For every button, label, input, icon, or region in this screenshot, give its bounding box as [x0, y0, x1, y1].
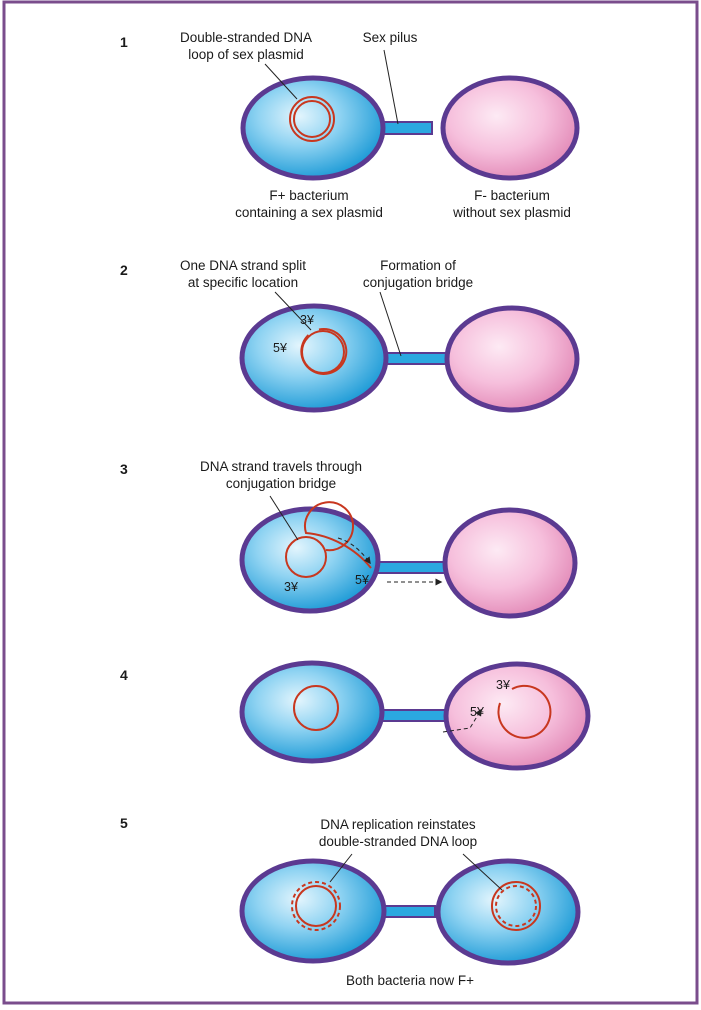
recipient-bacterium: [447, 308, 577, 410]
split-label-line1: One DNA strand split: [180, 258, 306, 273]
sex-pilus: [382, 122, 432, 134]
plasmid-label-line2: loop of sex plasmid: [188, 47, 304, 62]
replication-label-line1: DNA replication reinstates: [320, 817, 476, 832]
conjugation-bridge: [385, 906, 435, 917]
three-prime-label: 3¥: [496, 678, 510, 692]
step-number: 5: [120, 815, 128, 831]
step-number: 2: [120, 262, 128, 278]
recipient-bacterium: [443, 78, 577, 178]
bridge-label-line2: conjugation bridge: [363, 275, 473, 290]
plasmid-label-line1: Double-stranded DNA: [180, 30, 312, 45]
replication-label-line2: double-stranded DNA loop: [319, 834, 477, 849]
travel-label-line1: DNA strand travels through: [200, 459, 362, 474]
five-prime-label: 5¥: [470, 705, 484, 719]
step-number: 3: [120, 461, 128, 477]
recipient-bacterium: [446, 664, 588, 768]
recipient-bacterium: [445, 510, 575, 616]
donor-bacterium: [242, 306, 386, 410]
recipient-label-line1: F- bacterium: [474, 188, 550, 203]
split-label-line2: at specific location: [188, 275, 298, 290]
three-prime-label: 3¥: [284, 580, 298, 594]
five-prime-label: 5¥: [273, 341, 287, 355]
donor-label-line2: containing a sex plasmid: [235, 205, 383, 220]
new-donor-bacterium: [438, 861, 578, 963]
pilus-label: Sex pilus: [363, 30, 418, 45]
bridge-label-line1: Formation of: [380, 258, 456, 273]
five-prime-label: 5¥: [355, 573, 369, 587]
step-number: 4: [120, 667, 128, 683]
recipient-label-line2: without sex plasmid: [452, 205, 571, 220]
donor-bacterium: [243, 78, 383, 178]
step-number: 1: [120, 34, 128, 50]
donor-bacterium: [242, 861, 384, 961]
donor-bacterium: [242, 663, 382, 761]
result-label: Both bacteria now F+: [346, 973, 474, 988]
donor-bacterium: [242, 509, 378, 611]
donor-label-line1: F+ bacterium: [269, 188, 348, 203]
travel-label-line2: conjugation bridge: [226, 476, 336, 491]
